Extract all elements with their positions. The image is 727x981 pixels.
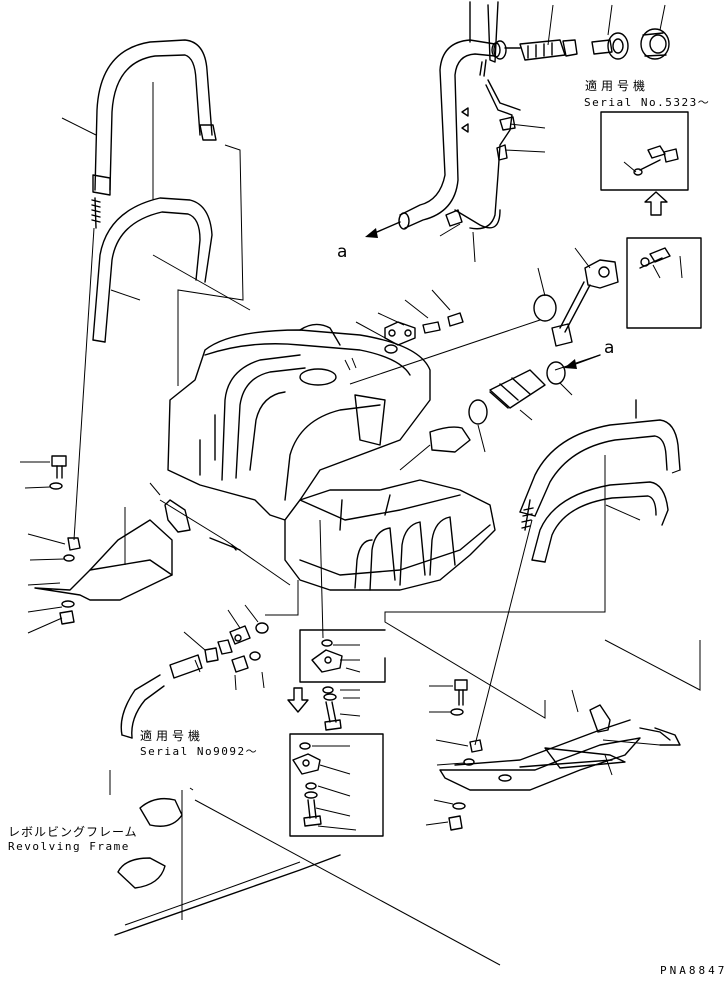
callout-a-arrows <box>365 222 600 369</box>
drain-fittings <box>121 580 298 738</box>
right-lower-strap <box>522 482 668 562</box>
drawing-code: PNA8847 <box>660 964 727 977</box>
revolving-frame <box>110 770 500 965</box>
right-support-bracket <box>426 520 680 830</box>
serial-bottom-en-label: Serial No9092～ <box>140 745 259 758</box>
serial-bottom-jp-label: 適用号機 <box>140 729 205 743</box>
serial-top-en-label: Serial No.5323～ <box>584 96 711 109</box>
left-upper-strap <box>62 40 216 228</box>
revolving-frame-jp-label: レボルビングフレーム <box>8 825 138 839</box>
serial-top-jp-label: 適用号機 <box>585 79 650 93</box>
right-outline <box>385 455 605 718</box>
fuel-tank <box>168 324 495 590</box>
breather-pipe <box>399 2 669 262</box>
serial-detail-top <box>601 112 701 328</box>
callout-a-right: a <box>604 338 615 358</box>
fuel-level-sender <box>534 248 618 346</box>
tank-outline-leader <box>178 145 243 386</box>
tank-fittings <box>356 290 463 353</box>
drain-plate-detail <box>288 520 385 836</box>
right-outline-2 <box>605 640 700 690</box>
callout-a-left: a <box>337 242 348 262</box>
left-lower-strap <box>93 82 250 342</box>
right-upper-strap <box>520 400 680 516</box>
left-support-bracket <box>35 483 290 600</box>
revolving-frame-en-label: Revolving Frame <box>8 840 130 853</box>
filler-neck <box>350 320 600 470</box>
left-hardware-stack <box>20 228 94 633</box>
